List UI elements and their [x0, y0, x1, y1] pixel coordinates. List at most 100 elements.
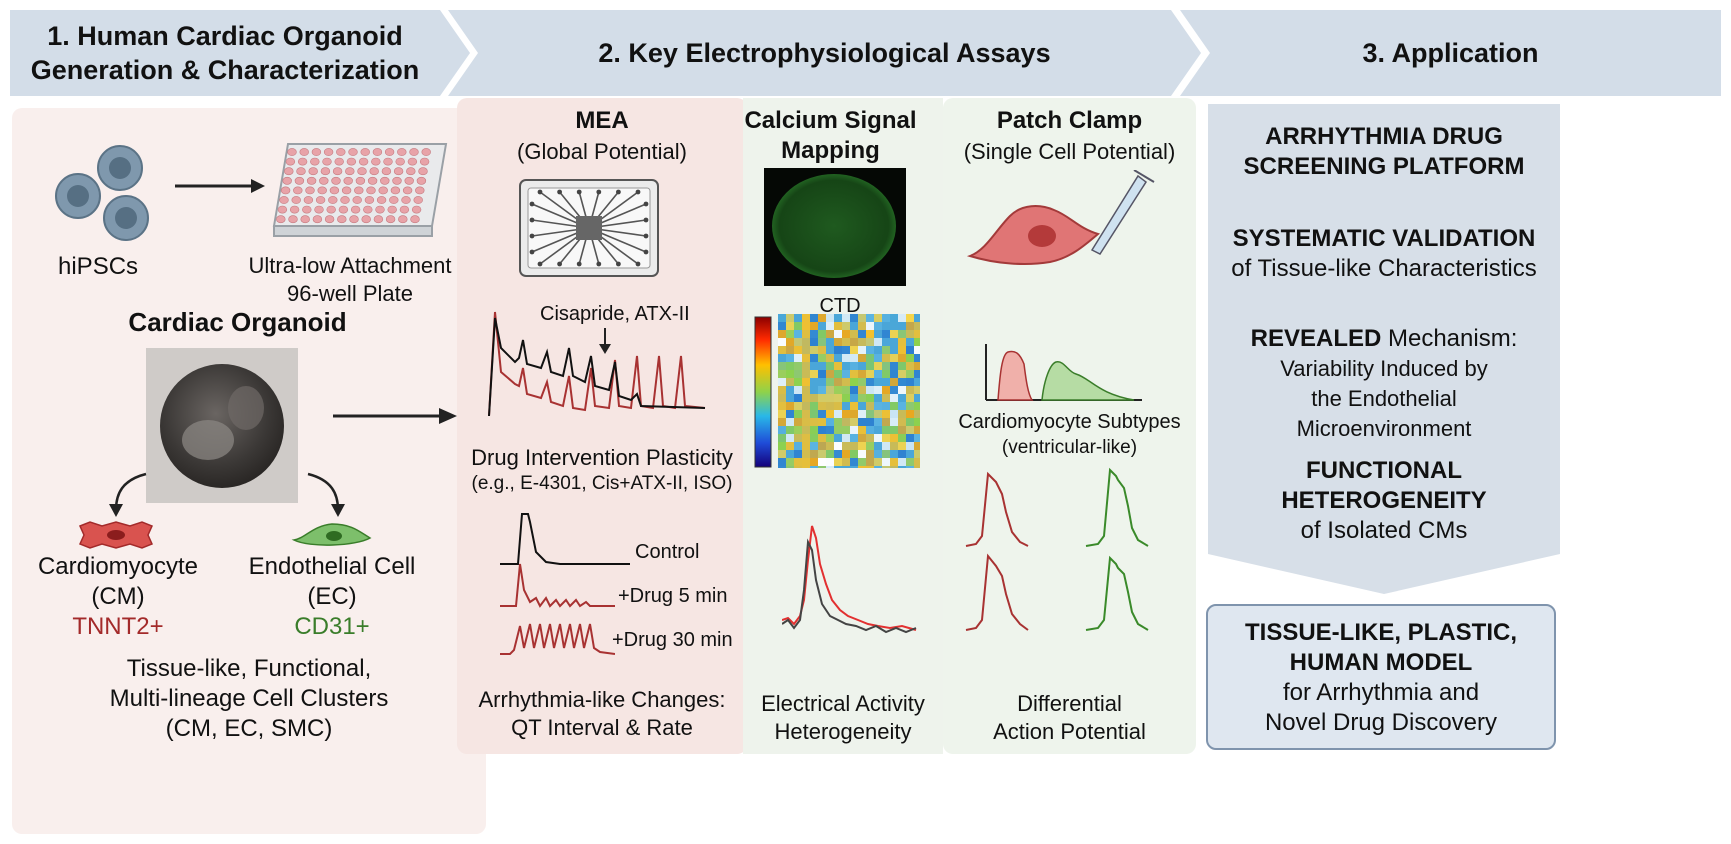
plate-well — [315, 196, 326, 204]
ctd-heatmap-cell — [786, 458, 794, 466]
plate-well — [276, 215, 286, 224]
plate-well — [406, 167, 416, 176]
ctd-heatmap-cell — [882, 450, 890, 458]
plate-well — [385, 215, 396, 224]
ctd-heatmap-cell — [914, 410, 920, 418]
ctd-heatmap-cell — [890, 426, 898, 434]
ctd-heatmap-cell — [882, 418, 890, 426]
ctd-heatmap-cell — [866, 370, 874, 378]
ctd-heatmap-cell — [810, 466, 818, 468]
ctd-heatmap-cell — [858, 386, 866, 394]
plate-well — [311, 148, 322, 156]
ctd-heatmap-cell — [802, 458, 810, 466]
ctd-heatmap-cell — [778, 426, 786, 434]
ctd-heatmap-cell — [826, 402, 834, 410]
ctd-heatmap-cell — [802, 322, 810, 330]
ctd-heatmap-cell — [794, 450, 802, 458]
ctd-heatmap-cell — [874, 378, 882, 386]
ctd-heatmap-cell — [834, 354, 842, 362]
mea-electrode-pad — [643, 249, 649, 255]
ctd-heatmap-cell — [810, 386, 818, 394]
ctd-heatmap-cell — [890, 410, 898, 418]
summary-line3: (CM, EC, SMC) — [165, 715, 333, 742]
ec-marker: CD31+ — [294, 613, 370, 640]
ctd-heatmap-cell — [850, 418, 858, 426]
ctd-heatmap-cell — [826, 426, 834, 434]
plate-well — [326, 205, 336, 214]
ctd-heatmap-cell — [874, 466, 882, 468]
plate-well — [277, 205, 288, 214]
mea-electrode-pad — [529, 217, 535, 223]
ctd-heatmap-cell — [802, 442, 810, 450]
ctd-heatmap-cell — [794, 378, 802, 386]
ec-label: Endothelial Cell (EC) CD31+ — [232, 552, 432, 642]
plate-well — [360, 148, 370, 156]
ctd-heatmap-cell — [850, 450, 858, 458]
plate-well — [300, 215, 310, 224]
ctd-heatmap-cell — [914, 386, 920, 394]
ctd-heatmap-cell — [858, 354, 866, 362]
ctd-heatmap-cell — [786, 394, 794, 402]
plate-well — [322, 157, 332, 166]
plate-well — [329, 186, 340, 195]
ctd-heatmap-cell — [898, 386, 906, 394]
ctd-heatmap-cell — [778, 370, 786, 378]
ctd-heatmap-cell — [858, 402, 866, 410]
ctd-heatmap-cell — [850, 362, 858, 370]
plate-well — [282, 176, 292, 185]
ctd-heatmap-cell — [906, 314, 914, 322]
app-item-3-rest: Mechanism: — [1381, 325, 1518, 352]
ctd-heatmap-cell — [874, 434, 882, 442]
hipsc-cells-icon — [55, 145, 149, 241]
ctd-heatmap-cell — [906, 346, 914, 354]
ctd-heatmap-cell — [906, 378, 914, 386]
plate-well — [338, 205, 349, 214]
mea-electrode-pad — [557, 261, 562, 267]
ctd-heatmap-cell — [858, 346, 866, 354]
plate-well — [387, 205, 397, 214]
plate-well — [410, 215, 420, 224]
plate-well — [297, 157, 308, 166]
mea-drug30-trace — [500, 623, 615, 655]
ctd-heatmap-cell — [818, 346, 826, 354]
mea-electrode-pad — [529, 201, 535, 207]
plate-well — [328, 196, 338, 204]
ctd-heatmap-cell — [786, 378, 794, 386]
ctd-heatmap-cell — [834, 410, 842, 418]
ctd-heatmap-cell — [842, 314, 850, 322]
plate-well — [293, 186, 303, 195]
plate-well — [340, 196, 350, 204]
mea-electrode-pad — [557, 189, 562, 195]
ctd-heatmap-cell — [898, 458, 906, 466]
ctd-heatmap-cell — [874, 426, 882, 434]
arrow-right-icon — [175, 179, 265, 193]
plate-well — [357, 167, 367, 176]
ctd-heatmap-cell — [906, 426, 914, 434]
ec-abbr: (EC) — [307, 583, 357, 610]
app-item-3-line2: the Endothelial — [1311, 386, 1457, 411]
ctd-heatmap-cell — [866, 330, 874, 338]
ctd-heatmap-cell — [906, 394, 914, 402]
ctd-heatmap-cell — [826, 322, 834, 330]
curved-arrow-right-icon — [307, 472, 345, 517]
ctd-heatmap-cell — [778, 346, 786, 354]
ctd-heatmap-cell — [874, 458, 882, 466]
ctd-heatmap-cell — [874, 386, 882, 394]
ctd-heatmap-cell — [834, 458, 842, 466]
summary-line2: Multi-lineage Cell Clusters — [109, 685, 389, 712]
ctd-heatmap-cell — [826, 434, 834, 442]
ctd-heatmap-cell — [810, 314, 818, 322]
plate-label-line1: Ultra-low Attachment — [248, 253, 452, 278]
ctd-heatmap-cell — [834, 402, 842, 410]
ctd-heatmap-cell — [906, 362, 914, 370]
ctd-heatmap-cell — [818, 362, 826, 370]
ctd-heatmap-cell — [874, 410, 882, 418]
ctd-heatmap-cell — [898, 426, 906, 434]
ctd-heatmap-cell — [874, 450, 882, 458]
app-item-2-rest: of Tissue-like Characteristics — [1231, 255, 1537, 282]
ctd-heatmap-cell — [882, 434, 890, 442]
ctd-heatmap-cell — [778, 458, 786, 466]
cm-name: Cardiomyocyte — [37, 553, 199, 580]
ctd-heatmap-cell — [794, 418, 802, 426]
ctd-heatmap-cell — [826, 410, 834, 418]
